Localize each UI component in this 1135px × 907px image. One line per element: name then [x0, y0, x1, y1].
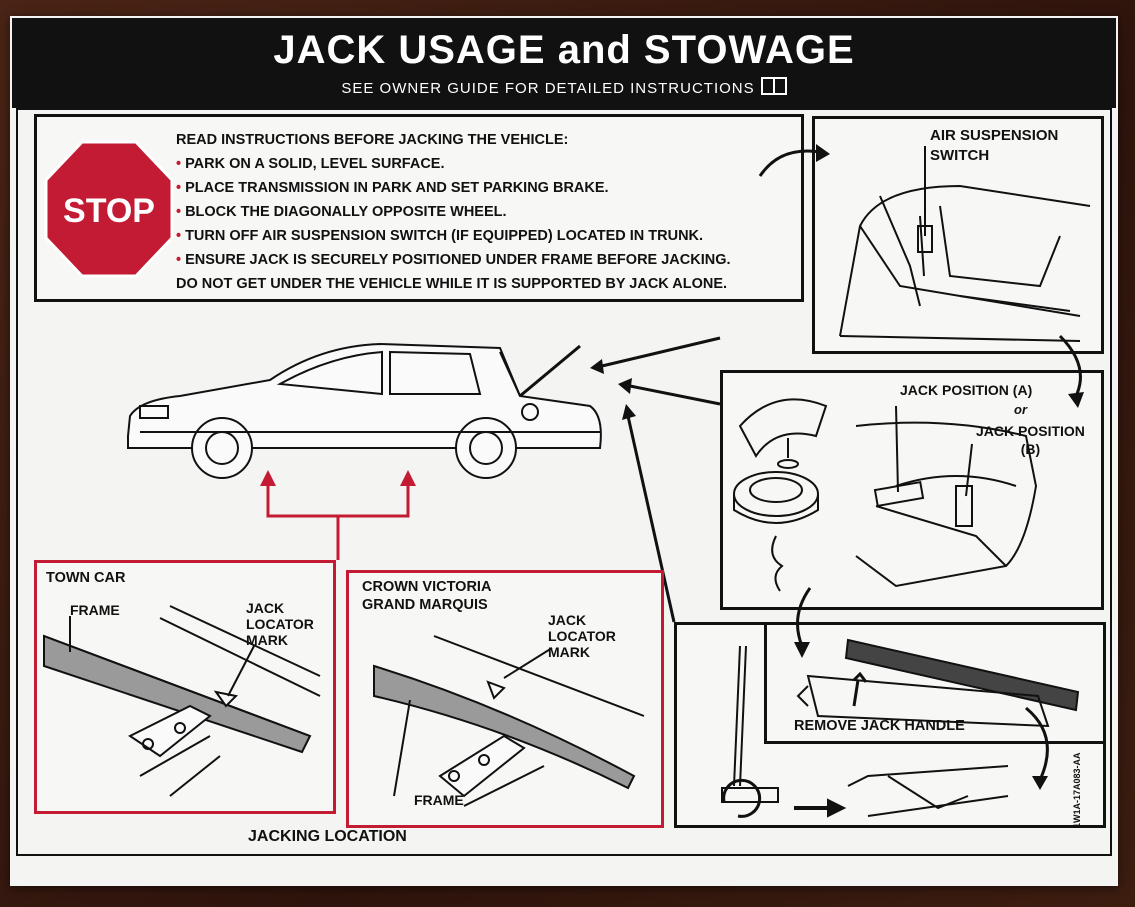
jack-position-panel: [720, 370, 1104, 610]
jack-position-b-label: JACK POSITION(B): [976, 423, 1085, 457]
remove-jack-handle-label: REMOVE JACK HANDLE: [794, 718, 965, 734]
instructions-heading: READ INSTRUCTIONS BEFORE JACKING THE VEH…: [176, 132, 569, 148]
town-car-frame-illustration: [43, 605, 321, 797]
crown-victoria-frame-illustration: [373, 635, 645, 807]
jack-handle-inset: [764, 622, 1106, 744]
jack-position-or-label: or: [1014, 402, 1027, 417]
stop-label: STOP: [63, 192, 155, 230]
jack-handle-illustration: [721, 638, 1080, 818]
label-subtitle: SEE OWNER GUIDE FOR DETAILED INSTRUCTION…: [12, 77, 1116, 97]
air-suspension-panel: [812, 116, 1104, 354]
car-illustration: [127, 342, 602, 479]
instruction-item: •ENSURE JACK IS SECURELY POSITIONED UNDE…: [176, 252, 731, 268]
instruction-item: •BLOCK THE DIAGONALLY OPPOSITE WHEEL.: [176, 204, 507, 220]
stop-sign-icon: STOP: [44, 140, 174, 278]
spare-tire-illustration: [733, 398, 1038, 592]
outer-frame: [16, 108, 1112, 856]
part-number: 1W1A-17A083-AA: [1072, 752, 1082, 828]
jacking-location-label: JACKING LOCATION: [248, 828, 407, 845]
jack-position-a-label: JACK POSITION (A): [900, 382, 1033, 398]
header-band: JACK USAGE and STOWAGE SEE OWNER GUIDE F…: [12, 18, 1116, 108]
instruction-item: •PARK ON A SOLID, LEVEL SURFACE.: [176, 156, 445, 172]
instruction-item: •PLACE TRANSMISSION IN PARK AND SET PARK…: [176, 180, 609, 196]
instructions-footer: DO NOT GET UNDER THE VEHICLE WHILE IT IS…: [176, 276, 728, 292]
book-icon: [760, 77, 787, 95]
instruction-item: •TURN OFF AIR SUSPENSION SWITCH (IF EQUI…: [176, 228, 704, 244]
trunk-illustration: [839, 146, 1091, 342]
jack-label-sheet: JACK USAGE and STOWAGE SEE OWNER GUIDE F…: [10, 16, 1118, 886]
town-car-frame-label: FRAME: [70, 602, 120, 618]
crown-victoria-frame-label: FRAME: [414, 792, 464, 808]
instructions-block: READ INSTRUCTIONS BEFORE JACKING THE VEH…: [176, 128, 731, 296]
town-car-title: TOWN CAR: [46, 570, 126, 586]
town-car-panel: [34, 560, 336, 814]
label-title: JACK USAGE and STOWAGE: [273, 28, 855, 72]
flow-arrows: 1W1A-17A083-AA: [260, 144, 1084, 828]
